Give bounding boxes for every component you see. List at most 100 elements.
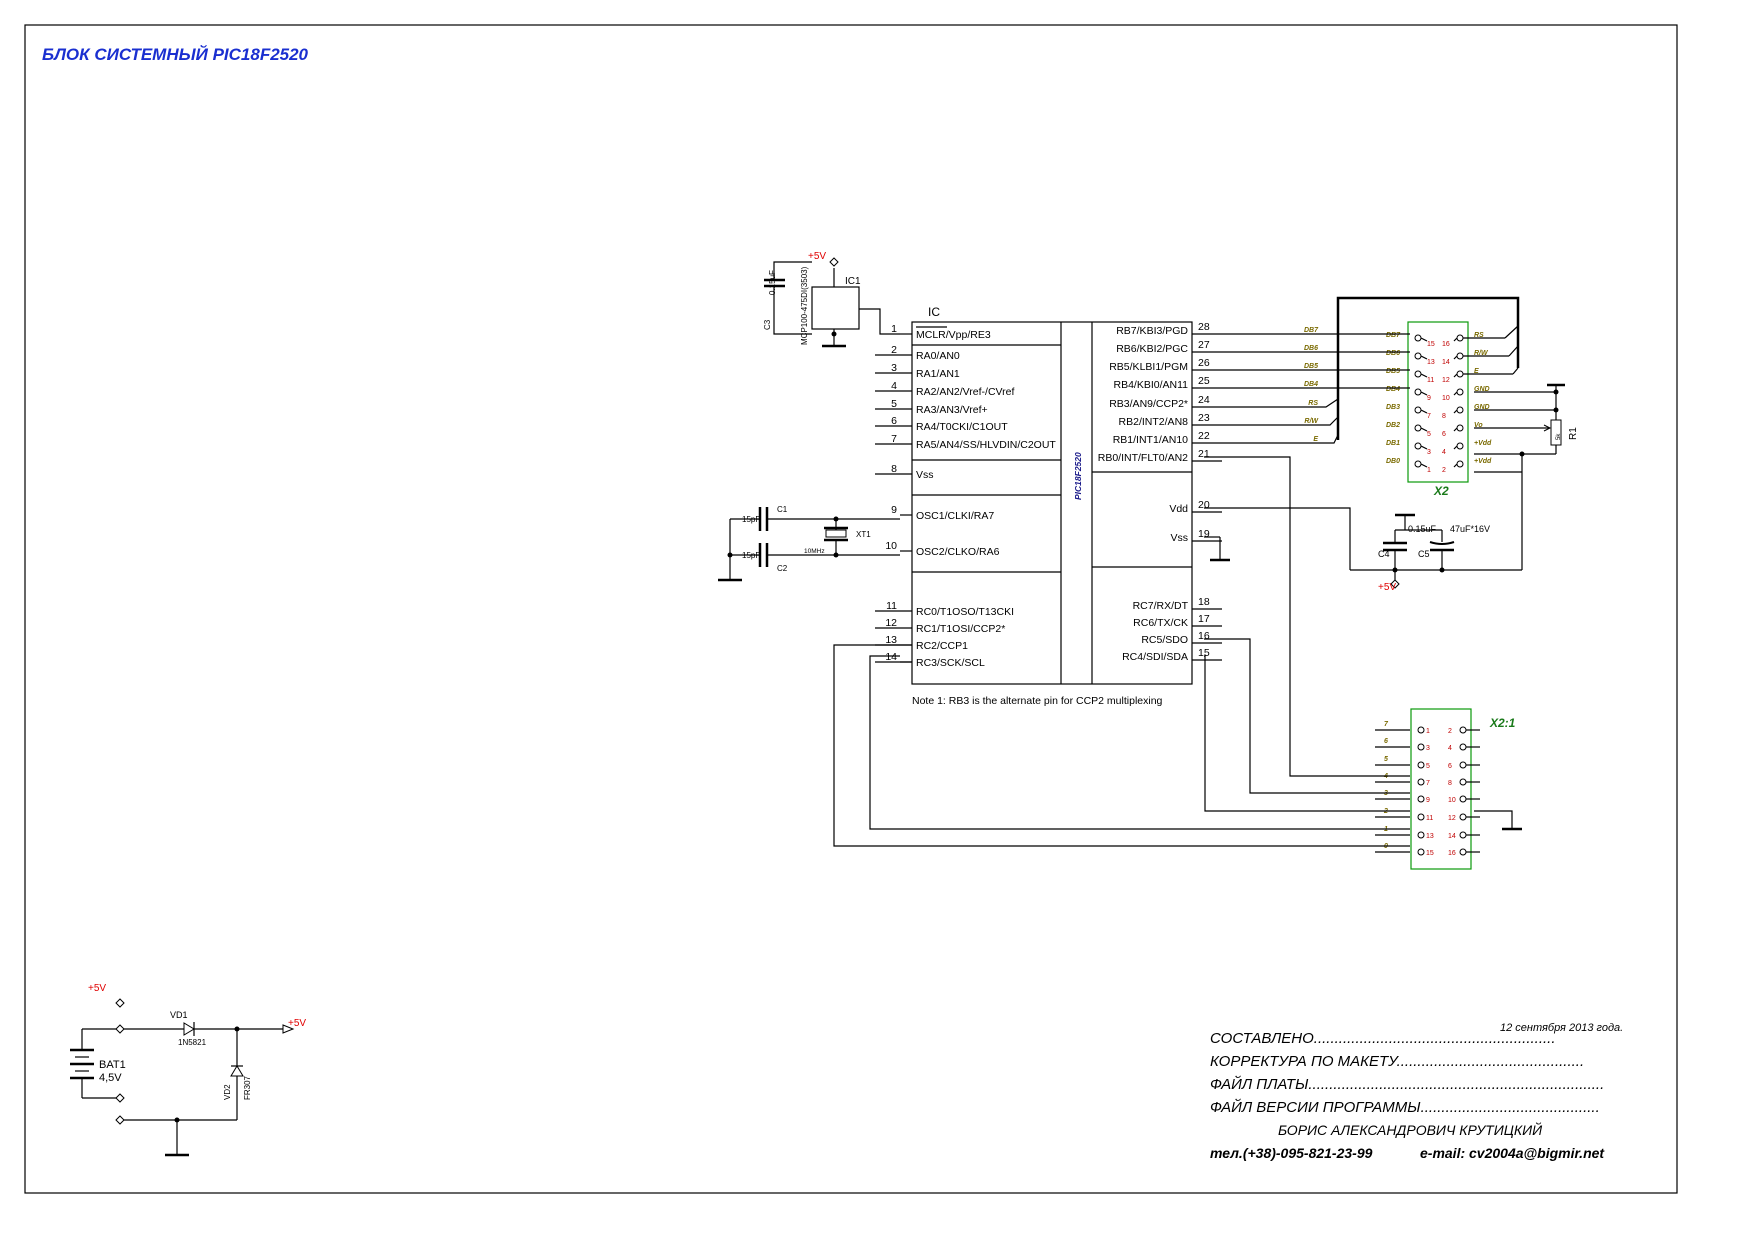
x2-left-num: 11 (1427, 377, 1434, 384)
ic-pin-number: 11 (886, 600, 897, 612)
vcc-in-terminal (115, 998, 125, 1008)
ic1-supply: +5V (808, 251, 826, 262)
ic-pin-number: 3 (891, 362, 897, 374)
tb-proof: КОРРЕКТУРА ПО МАКЕТУ....................… (1210, 1053, 1584, 1070)
ic-pin-number: 19 (1198, 528, 1210, 540)
x2-left-label: DB5 (1386, 368, 1400, 375)
lcd-bus-line: DB7 (1222, 327, 1410, 335)
ic-pin-name: RA5/AN4/SS/HLVDIN/C2OUT (916, 439, 1056, 451)
ic1-ref: IC1 (845, 276, 861, 287)
x21-left-label: 6 (1384, 738, 1388, 745)
ic-pin-number: 24 (1198, 394, 1210, 406)
ic-pin-number: 21 (1198, 448, 1210, 460)
c5-ref: C5 (1418, 549, 1430, 559)
tb-author: БОРИС АЛЕКСАНДРОВИЧ КРУТИЦКИЙ (1278, 1121, 1543, 1138)
ic-pin-number: 8 (891, 463, 897, 475)
x2-left-num: 7 (1427, 413, 1431, 420)
ic-pin-number: 15 (1198, 647, 1210, 659)
ic-pin-name: RB5/KLBI1/PGM (1109, 361, 1188, 373)
ic-pin-number: 6 (891, 415, 897, 427)
ic-pin-name: RC7/RX/DT (1133, 600, 1189, 612)
x2-left-num: 15 (1427, 341, 1435, 348)
ic-pin-number: 22 (1198, 430, 1210, 442)
lcd-bus-frame (1336, 296, 1520, 440)
ic-pin-number: 9 (891, 504, 897, 516)
ic-pin-number: 16 (1198, 630, 1210, 642)
x21-right-num: 14 (1448, 833, 1456, 840)
ic-pin-name: Vdd (1169, 503, 1188, 515)
tb-board-file: ФАЙЛ ПЛАТЫ..............................… (1210, 1075, 1604, 1093)
xt1-value: 10MHz (804, 548, 825, 555)
c3-value: 0.15uF (768, 270, 777, 295)
sheet-frame (24, 24, 1678, 1194)
x2-right-label: R/W (1474, 350, 1489, 357)
r1-ref: R1 (1568, 427, 1579, 440)
ic-pin-name: RA1/AN1 (916, 368, 960, 380)
vd1-part: 1N5821 (178, 1038, 207, 1047)
vd2-part: FR307 (243, 1075, 252, 1100)
tb-email: e-mail: cv2004a@bigmir.net (1420, 1145, 1605, 1161)
oscillator: 15pF C1 15pF C2 XT1 10MHz (718, 505, 900, 582)
ic-pin-number: 20 (1198, 499, 1210, 511)
lcd-bus-label: DB6 (1304, 345, 1318, 352)
ic-pin-number: 5 (891, 398, 897, 410)
x2-right-num: 2 (1442, 467, 1446, 474)
ic1-part: MCP100-475DI(3503) (800, 266, 809, 345)
ic-pin-name: RB6/KBI2/PGC (1116, 343, 1188, 355)
ic-ref: IC (928, 305, 940, 319)
x21-ref: X2:1 (1489, 716, 1516, 730)
ic-pin-name: MCLR/Vpp/RE3 (916, 329, 991, 341)
ic-pin-number: 18 (1198, 596, 1210, 608)
ic-pin-number: 27 (1198, 339, 1210, 351)
ic-pin-number: 25 (1198, 375, 1210, 387)
r1-potentiometer (1550, 419, 1562, 446)
x21-right-num: 4 (1448, 745, 1452, 752)
ic-pin-20: 20 Vdd (1169, 499, 1222, 515)
lcd-bus-label: RS (1308, 400, 1318, 407)
ic-pin-name: RC2/CCP1 (916, 640, 968, 652)
c2-value: 15pF (742, 551, 760, 560)
lcd-bus-line: E (1222, 434, 1339, 444)
x21-left-num: 7 (1426, 780, 1430, 787)
x2-left-num: 3 (1427, 449, 1431, 456)
lcd-bus-line: DB6 (1222, 345, 1410, 353)
x2-right-num: 8 (1442, 413, 1446, 420)
x2-left-num: 5 (1427, 431, 1431, 438)
x2-left-label: DB7 (1386, 332, 1401, 339)
ic-pin-name: RA2/AN2/Vref-/CVref (916, 386, 1014, 398)
x21-left-num: 1 (1426, 728, 1430, 735)
c4-ref: C4 (1378, 549, 1390, 559)
ic-part: PIC18F2520 (1073, 452, 1083, 500)
x2-right-label: +Vdd (1474, 440, 1492, 447)
ic-pin-number: 17 (1198, 613, 1210, 625)
ic-pin-name: RA3/AN3/Vref+ (916, 404, 988, 416)
x2-right-num: 12 (1442, 377, 1450, 384)
c1-ref: C1 (777, 505, 788, 514)
x2-left-label: DB3 (1386, 404, 1400, 411)
ic-pin-number: 1 (891, 323, 897, 335)
vcc-terminal-ic1 (829, 257, 839, 267)
x2-ref: X2 (1433, 484, 1449, 498)
x21-right-num: 8 (1448, 780, 1452, 787)
ic-pin-number: 7 (891, 433, 897, 445)
vd2-ref: VD2 (223, 1084, 232, 1100)
c3-ref: C3 (763, 319, 772, 330)
power-block: +5V +5V VD1 1N5821 VD2 FR307 BAT1 (70, 983, 306, 1157)
